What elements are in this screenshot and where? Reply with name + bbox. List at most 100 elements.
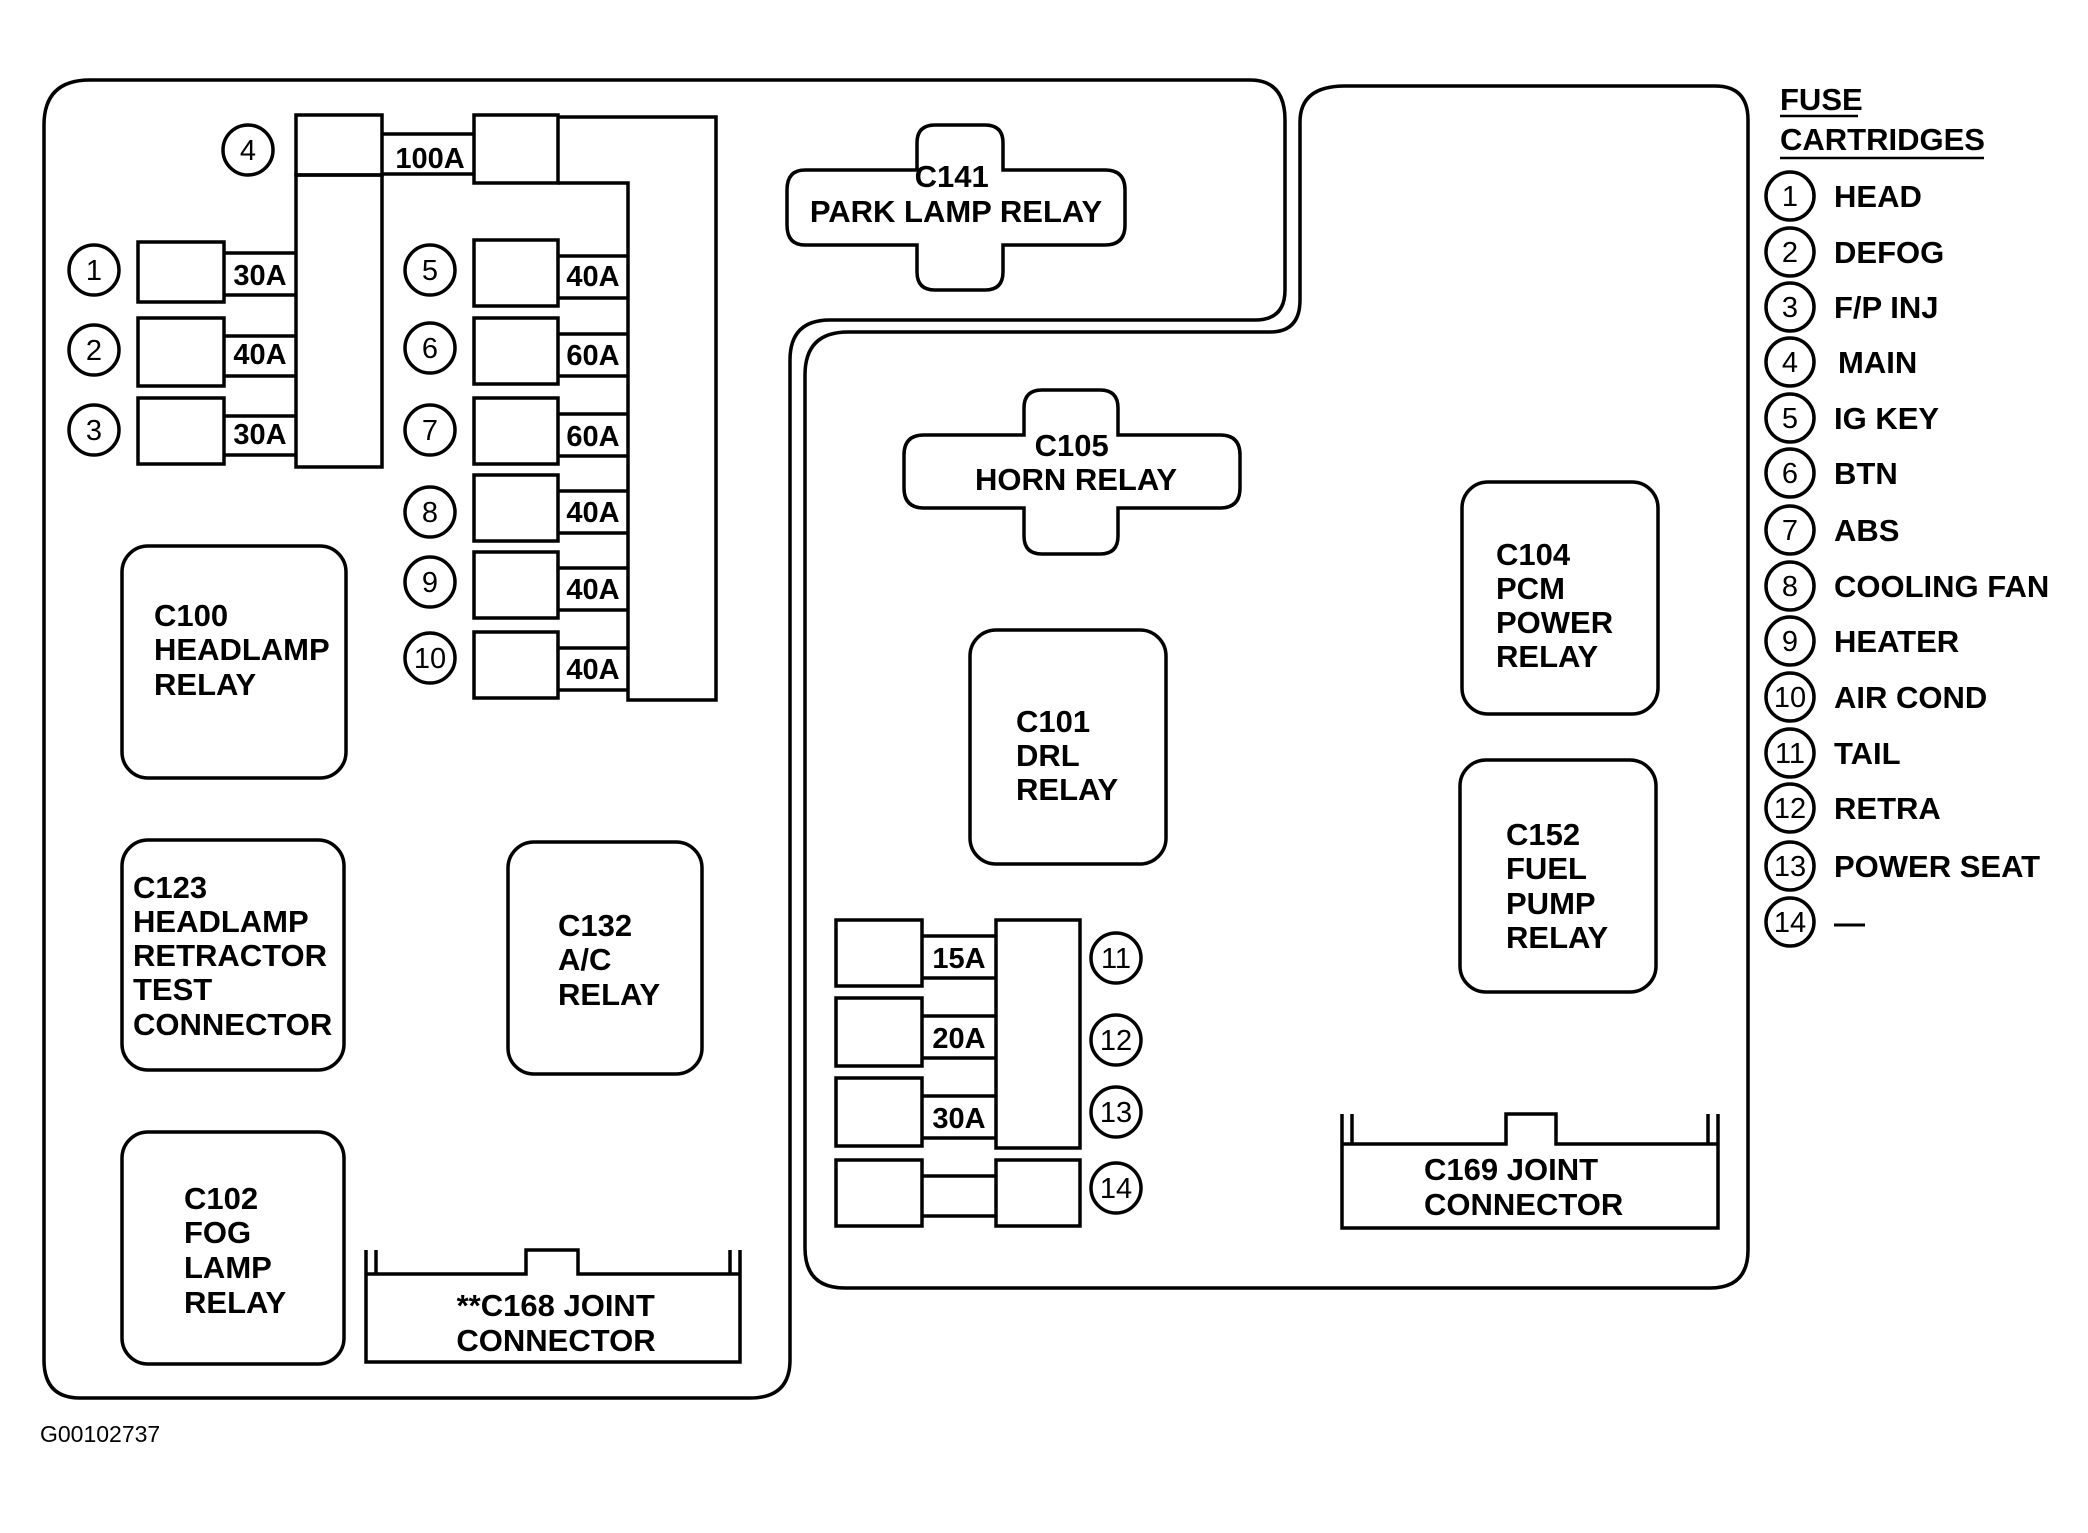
c102-label: C102 FOG LAMP RELAY [184,1181,287,1320]
fuse-12-amp: 20A [932,1023,985,1055]
fuse-7-number: 7 [403,403,457,457]
c100-headlamp-relay [120,544,348,780]
svg-text:DEFOG: DEFOG [1834,235,1944,270]
c101-label: C101 DRL RELAY [1016,704,1119,807]
fuse-8-amp: 40A [566,497,619,529]
svg-text:ABS: ABS [1834,513,1899,548]
fuse-6-number: 6 [403,321,457,375]
fuse-13-amp: 30A [932,1103,985,1135]
legend-item-3: 3 F/P INJ [1764,281,1939,333]
svg-text:4: 4 [1782,347,1798,379]
c123-headlamp-retractor-test-connector [120,838,346,1072]
fuse-7-amp: 60A [566,421,619,453]
svg-text:7: 7 [1782,515,1798,547]
right-housing-outline [803,84,1750,1290]
svg-text:HEAD: HEAD [1834,179,1922,214]
svg-text:TAIL: TAIL [1834,736,1901,771]
fuse-5-number: 5 [403,243,457,297]
svg-text:11: 11 [1101,943,1131,975]
fuse-12 [834,996,996,1068]
svg-text:5: 5 [422,255,438,287]
fuse-8 [472,473,628,543]
fuse-14-number: 14 [1089,1161,1143,1215]
c123-label: C123 HEADLAMP RETRACTOR TEST CONNECTOR [133,870,336,1042]
c152-label: C152 FUEL PUMP RELAY [1506,817,1609,955]
fuse-13-number: 13 [1089,1085,1143,1139]
c105-label: C105 HORN RELAY [975,428,1177,497]
fuse-14 [834,1158,1082,1228]
legend-item-14: 14— [1764,896,1865,948]
fuse-2 [136,316,296,388]
fuse-8-number: 8 [403,485,457,539]
c141-label: C141 PARK LAMP RELAY [810,159,1103,229]
legend-item-10: 10 AIR COND [1764,671,1987,723]
fuse-6-amp: 60A [566,340,619,372]
legend-item-11: 11 TAIL [1764,727,1901,779]
svg-text:RETRA: RETRA [1834,791,1941,826]
fuse-3-amp: 30A [233,419,286,451]
svg-text:9: 9 [422,567,438,599]
fuse-5 [472,238,628,308]
fuse-1-number: 1 [67,243,121,297]
svg-text:12: 12 [1100,1025,1132,1057]
svg-text:3: 3 [86,415,102,447]
c169-label: C169 JOINT CONNECTOR [1424,1152,1623,1222]
c104-pcm-power-relay [1460,480,1660,716]
main-fuse-bar [294,173,384,469]
fuse-4-amp: 100A [395,143,464,175]
fuse-4-number: 4 [221,123,275,177]
svg-text:3: 3 [1782,292,1798,324]
fuse-4-right-terminal [472,113,560,185]
svg-text:10: 10 [1774,682,1806,714]
left-housing-outline [42,78,1287,1400]
svg-text:IG KEY: IG KEY [1834,401,1939,436]
svg-text:8: 8 [422,497,438,529]
svg-text:6: 6 [1782,458,1798,490]
fuse-11 [834,918,996,988]
fuse-11-number: 11 [1089,931,1143,985]
c132-ac-relay [506,840,704,1076]
svg-text:12: 12 [1774,793,1806,825]
fuse-11-amp: 15A [932,943,985,975]
svg-text:4: 4 [240,135,256,167]
svg-text:10: 10 [414,643,446,675]
fuse-1 [136,240,296,304]
legend-item-6: 6 BTN [1764,447,1898,499]
svg-text:7: 7 [422,415,438,447]
svg-text:13: 13 [1774,851,1806,883]
svg-text:COOLING FAN: COOLING FAN [1834,569,2049,604]
svg-text:1: 1 [1782,181,1798,213]
figure-code: G00102737 [40,1421,160,1447]
c104-label: C104 PCM POWER RELAY [1496,537,1622,674]
fuse-4-left-terminal [294,113,384,177]
svg-text:1: 1 [86,255,102,287]
svg-text:BTN: BTN [1834,456,1898,491]
svg-text:6: 6 [422,333,438,365]
c152-fuel-pump-relay [1458,758,1658,994]
fuse-12-number: 12 [1089,1013,1143,1067]
fuse-2-amp: 40A [233,339,286,371]
svg-text:2: 2 [1782,237,1798,269]
svg-text:F/P INJ: F/P INJ [1834,290,1939,325]
fuse-1-amp: 30A [233,260,286,292]
legend-item-12: 12 RETRA [1764,782,1941,834]
c105-horn-relay [902,388,1242,556]
fuse-10 [472,630,628,700]
svg-text:13: 13 [1100,1097,1132,1129]
legend-item-1: 1 HEAD [1764,170,1922,222]
fuse-3-number: 3 [67,403,121,457]
c169-joint-connector [1340,1112,1720,1230]
svg-text:AIR COND: AIR COND [1834,680,1987,715]
fuse-6 [472,316,628,386]
fuse-5-amp: 40A [566,261,619,293]
fuse-7 [472,396,628,466]
c100-label: C100 HEADLAMP RELAY [154,598,338,702]
right-fuse-bus [558,115,718,702]
svg-text:11: 11 [1775,738,1805,770]
